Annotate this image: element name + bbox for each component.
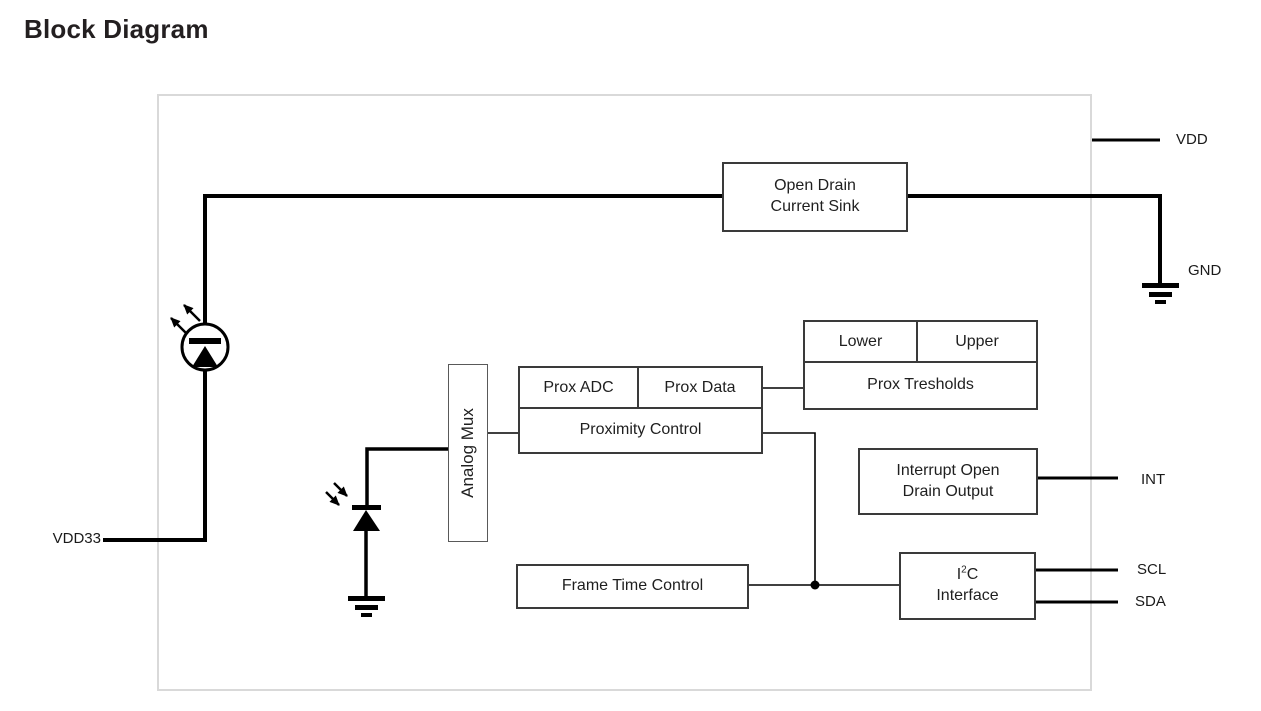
block-prox-group: Prox ADC Prox Data Proximity Control xyxy=(518,366,763,454)
junction-dot xyxy=(810,580,820,590)
pin-label-int: INT xyxy=(1141,471,1166,488)
block-analog-mux: Analog Mux xyxy=(448,364,488,542)
block-prox-adc: Prox ADC xyxy=(520,368,639,407)
block-prox-thresholds-group: Lower Upper Prox Tresholds xyxy=(803,320,1038,410)
block-open-drain-current-sink: Open Drain Current Sink xyxy=(722,162,908,232)
block-proximity-control: Proximity Control xyxy=(579,420,702,438)
block-label: Drain Output xyxy=(902,482,994,500)
block-i2c-interface: I2C Interface xyxy=(899,552,1036,620)
block-label-i2c: I2C xyxy=(957,565,979,586)
ir-led-symbol xyxy=(170,304,230,372)
block-threshold-upper: Upper xyxy=(955,332,999,350)
block-label: Frame Time Control xyxy=(561,577,704,595)
i2c-base: I xyxy=(956,566,962,584)
pin-label-gnd: GND xyxy=(1188,262,1222,279)
wire-proximity-control-to-junction xyxy=(763,432,816,585)
chip-boundary xyxy=(157,94,1092,691)
block-frame-time-control: Frame Time Control xyxy=(516,564,749,609)
i2c-suffix: C xyxy=(966,566,979,584)
block-threshold-lower: Lower xyxy=(805,322,918,361)
block-label: Interface xyxy=(936,587,999,604)
pin-label-vdd: VDD xyxy=(1176,131,1208,148)
block-label: Open Drain xyxy=(774,177,856,195)
block-prox-data: Prox Data xyxy=(664,378,736,396)
wire-vdd33-to-led xyxy=(103,370,207,542)
ground-symbol-gnd xyxy=(1142,283,1179,304)
block-label: Current Sink xyxy=(770,198,860,215)
wire-current-sink-to-gnd xyxy=(908,194,1162,285)
block-label: Analog Mux xyxy=(458,408,477,498)
pin-label-scl: SCL xyxy=(1137,561,1167,578)
block-prox-thresholds: Prox Tresholds xyxy=(867,375,974,393)
pin-label-vdd33: VDD33 xyxy=(52,530,101,547)
page-title: Block Diagram xyxy=(24,14,209,44)
photodiode-symbol xyxy=(325,482,381,531)
pin-label-sda: SDA xyxy=(1135,593,1166,610)
block-label: Interrupt Open xyxy=(896,461,1000,479)
ground-symbol-photodiode xyxy=(348,596,385,617)
wire-photodiode-to-mux xyxy=(365,447,448,507)
block-interrupt-open-drain-output: Interrupt Open Drain Output xyxy=(858,448,1038,515)
wire-led-to-current-sink xyxy=(203,194,722,324)
i2c-superscript: 2 xyxy=(961,564,967,576)
